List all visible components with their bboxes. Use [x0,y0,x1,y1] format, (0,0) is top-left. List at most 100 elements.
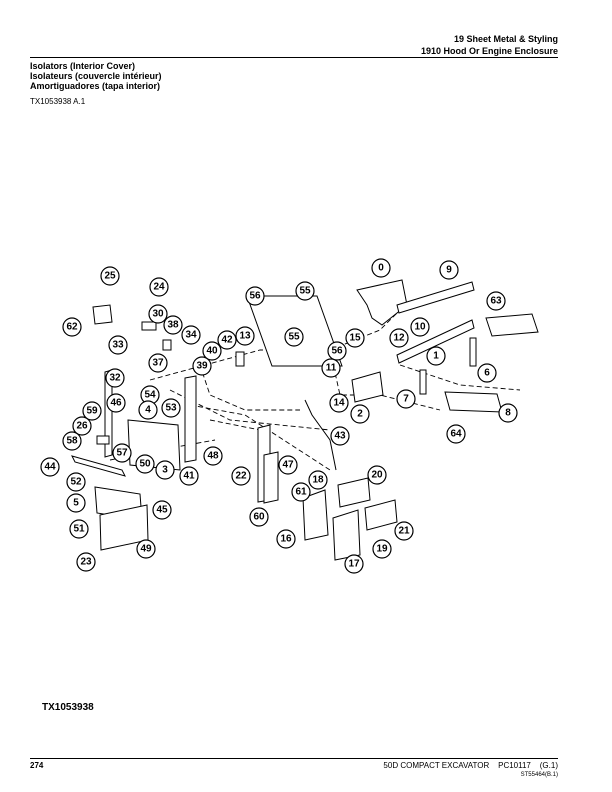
svg-text:53: 53 [165,403,177,414]
svg-text:54: 54 [144,390,156,401]
rail-9 [396,281,475,314]
svg-text:21: 21 [398,526,410,537]
callout-bubble: 2 [350,404,370,424]
callout-bubble: 9 [439,260,459,280]
svg-text:47: 47 [282,460,294,471]
svg-text:33: 33 [112,340,124,351]
isolator-20 [337,477,371,508]
svg-text:5: 5 [73,498,79,509]
svg-text:7: 7 [403,394,409,405]
svg-text:49: 49 [140,544,152,555]
title-spanish: Amortiguadores (tapa interior) [30,81,161,91]
isolator-16 [302,489,329,541]
callout-bubble: 55 [295,281,315,301]
isolator-17 [332,509,361,561]
callout-bubble: 46 [106,393,126,413]
callout-bubble: 45 [152,500,172,520]
figure-label: TX1053938 [42,702,94,713]
svg-text:4: 4 [145,405,151,416]
svg-text:38: 38 [167,320,179,331]
svg-text:48: 48 [207,451,219,462]
svg-text:63: 63 [490,296,502,307]
svg-text:60: 60 [253,512,265,523]
svg-text:1: 1 [433,351,439,362]
svg-text:14: 14 [333,398,345,409]
callout-bubble: 54 [140,385,160,405]
callout-bubble: 21 [394,521,414,541]
callout-bubble: 14 [329,393,349,413]
callout-bubble: 56 [245,286,265,306]
svg-text:9: 9 [446,265,452,276]
svg-text:44: 44 [44,462,56,473]
svg-text:37: 37 [152,358,164,369]
svg-text:13: 13 [239,331,251,342]
svg-text:8: 8 [505,408,511,419]
callouts: 0 9 25 24 56 55 63 62 30 38 34 42 13 15 … [40,258,518,574]
callout-bubble: 24 [149,277,169,297]
callout-bubble: 20 [367,465,387,485]
callout-bubble: 6 [477,363,497,383]
clip-13 [235,351,245,367]
callout-bubble: 33 [108,335,128,355]
callout-bubble: 57 [112,443,132,463]
callout-bubble: 42 [217,330,237,350]
parts-group [71,279,539,561]
callout-bubble: 37 [148,353,168,373]
callout-bubble: 30 [148,304,168,324]
svg-text:3: 3 [162,465,168,476]
callout-bubble: 11 [321,358,341,378]
svg-text:24: 24 [153,282,165,293]
callout-bubble: 55 [284,327,304,347]
footer-model: 50D COMPACT EXCAVATOR PC10117 (G.1) [383,761,558,770]
svg-text:2: 2 [357,409,363,420]
svg-text:56: 56 [331,346,343,357]
svg-text:52: 52 [70,477,82,488]
callout-bubble: 50 [135,454,155,474]
svg-text:0: 0 [378,263,384,274]
callout-bubble: 48 [203,446,223,466]
exploded-parts-diagram: 0 9 25 24 56 55 63 62 30 38 34 42 13 15 … [40,258,539,574]
svg-text:43: 43 [334,431,346,442]
svg-text:39: 39 [196,361,208,372]
svg-text:19: 19 [376,544,388,555]
callout-bubble: 53 [161,398,181,418]
svg-text:51: 51 [73,524,85,535]
bracket-2 [351,371,384,403]
svg-text:42: 42 [221,335,233,346]
callout-bubble: 5 [66,493,86,513]
svg-text:34: 34 [185,330,197,341]
svg-text:46: 46 [110,398,122,409]
svg-text:45: 45 [156,505,168,516]
svg-text:50: 50 [139,459,151,470]
svg-text:10: 10 [414,322,426,333]
callout-bubble: 49 [136,539,156,559]
svg-text:30: 30 [152,309,164,320]
svg-text:23: 23 [80,557,92,568]
callout-bubble: 34 [181,325,201,345]
isolator-8 [444,391,503,413]
callout-bubble: 59 [82,401,102,421]
callout-bubble: 7 [396,389,416,409]
callout-bubble: 38 [163,315,183,335]
callout-bubble: 44 [40,457,60,477]
clip-38 [162,339,172,351]
callout-bubble: 64 [446,424,466,444]
section-title: 19 Sheet Metal & Styling [453,34,558,44]
svg-text:22: 22 [235,471,247,482]
svg-text:57: 57 [116,448,128,459]
svg-text:58: 58 [66,436,78,447]
clip-46 [96,435,110,445]
title-english: Isolators (Interior Cover) [30,61,136,71]
svg-text:32: 32 [109,373,121,384]
svg-text:59: 59 [86,406,98,417]
callout-bubble: 12 [389,328,409,348]
block-62 [92,304,113,325]
svg-text:62: 62 [66,322,78,333]
callout-bubble: 8 [498,403,518,423]
callout-bubble: 40 [202,341,222,361]
subsection-title: 1910 Hood Or Engine Enclosure [420,46,558,56]
svg-text:55: 55 [288,332,300,343]
callout-bubble: 0 [371,258,391,278]
callout-bubble: 32 [105,368,125,388]
svg-text:15: 15 [349,333,361,344]
